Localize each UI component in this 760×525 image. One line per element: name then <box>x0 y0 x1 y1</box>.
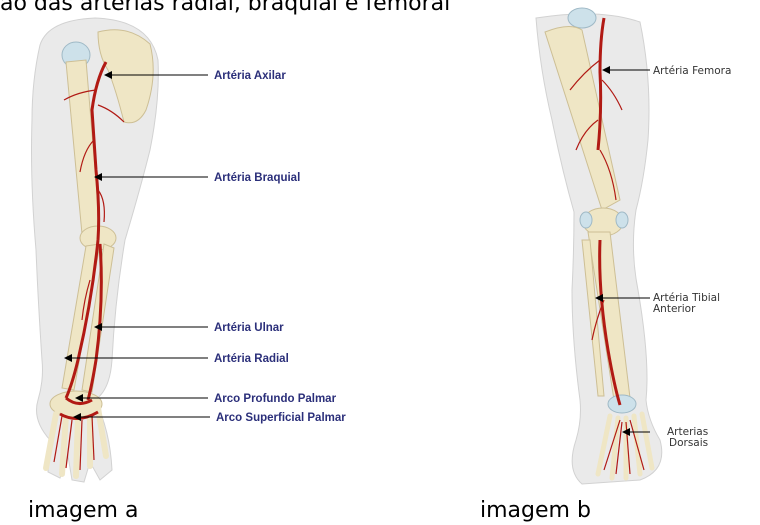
label-arteria-radial: Artéria Radial <box>214 353 289 365</box>
label-arco-superficial-palmar: Arco Superficial Palmar <box>216 412 346 424</box>
patella-right <box>616 212 628 228</box>
leg-illustration <box>536 8 662 484</box>
label-dorsais: Dorsais <box>669 437 708 449</box>
patella-left <box>580 212 592 228</box>
label-arteria-axilar: Artéria Axilar <box>214 70 286 82</box>
caption-imagem-b: imagem b <box>480 498 591 523</box>
label-anterior: Anterior <box>653 303 696 315</box>
label-arteria-femoral: Artéria Femora <box>653 65 731 77</box>
label-arteria-ulnar: Artéria Ulnar <box>214 322 284 334</box>
femur-head <box>568 8 596 28</box>
label-arco-profundo-palmar: Arco Profundo Palmar <box>214 393 337 405</box>
caption-imagem-a: imagem a <box>28 498 138 523</box>
arm-illustration <box>32 18 159 482</box>
label-arteria-braquial: Artéria Braquial <box>214 172 300 184</box>
ankle-joint <box>608 395 636 413</box>
